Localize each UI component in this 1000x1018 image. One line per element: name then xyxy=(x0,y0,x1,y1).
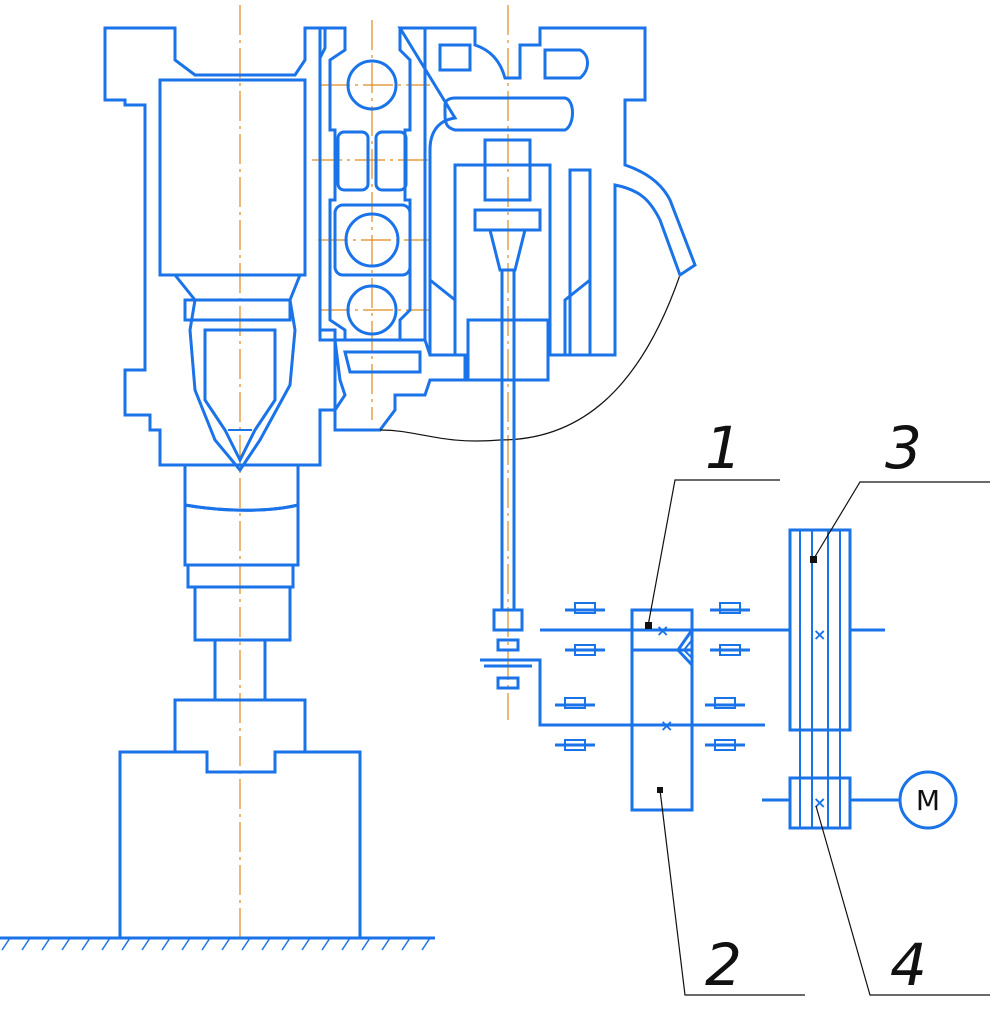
callout-1: 1 xyxy=(705,414,742,482)
vertical-rod xyxy=(480,270,540,690)
shaft-lower xyxy=(183,463,300,702)
motor: M xyxy=(898,770,958,830)
callout-2: 2 xyxy=(705,931,742,999)
callout-4: 4 xyxy=(890,931,927,999)
bearing-lower-right xyxy=(705,697,745,751)
callout-3: 3 xyxy=(885,414,922,482)
svg-text:×: × xyxy=(660,716,673,735)
svg-text:×: × xyxy=(813,625,826,644)
bearing-upper-right xyxy=(710,602,750,656)
motor-label: M xyxy=(916,784,940,817)
ground xyxy=(0,936,435,951)
gear-train: × × × × M xyxy=(520,528,958,830)
svg-text:×: × xyxy=(656,621,669,640)
bearing-upper-left xyxy=(565,602,605,656)
gear-box: × × xyxy=(630,608,694,812)
belt-drive: × × xyxy=(762,528,900,830)
svg-text:×: × xyxy=(813,793,826,812)
housing-right xyxy=(397,26,697,382)
axis-lines xyxy=(239,5,509,940)
callouts: 1 2 3 4 xyxy=(647,414,990,999)
housing-left xyxy=(103,26,337,473)
bearing-lower-left xyxy=(555,697,595,751)
